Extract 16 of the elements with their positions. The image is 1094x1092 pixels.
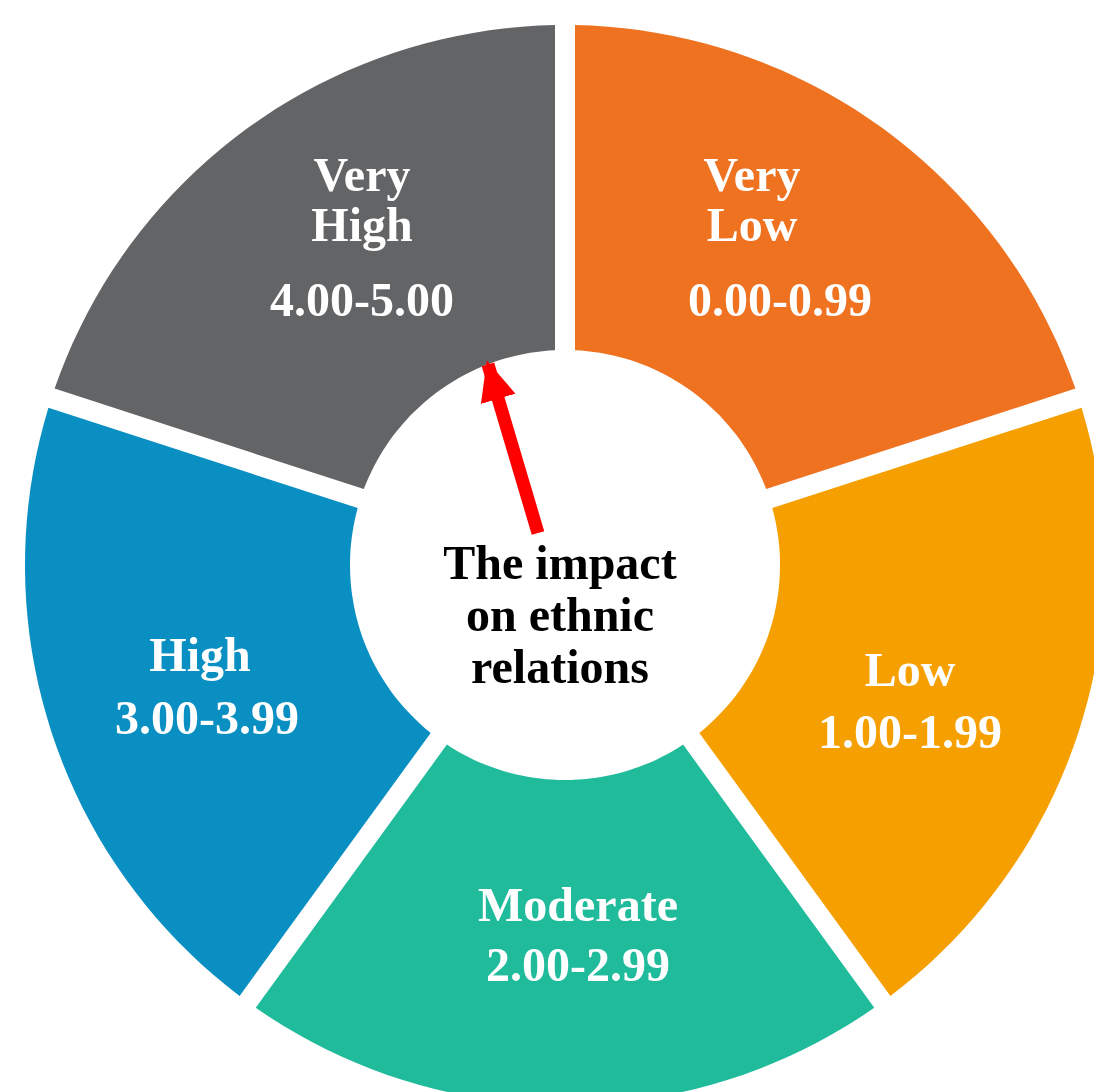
arrow bbox=[480, 360, 545, 535]
category-label: Moderate bbox=[477, 880, 679, 930]
category-label: Low bbox=[863, 645, 957, 695]
category-label: Very High bbox=[310, 150, 414, 250]
value-range: 1.00-1.99 bbox=[817, 707, 1003, 757]
category-label: Very Low bbox=[702, 150, 802, 250]
value-range: 4.00-5.00 bbox=[269, 275, 455, 325]
value-range: 3.00-3.99 bbox=[114, 693, 300, 743]
value-range: 0.00-0.99 bbox=[687, 275, 873, 325]
donut-segment bbox=[575, 25, 1076, 490]
donut-segment bbox=[25, 407, 431, 996]
category-label: High bbox=[148, 630, 252, 680]
center-title: The impact on ethnic relations bbox=[425, 535, 695, 695]
donut-segment bbox=[699, 407, 1094, 996]
value-range: 2.00-2.99 bbox=[485, 940, 671, 990]
donut-segment bbox=[54, 25, 556, 490]
